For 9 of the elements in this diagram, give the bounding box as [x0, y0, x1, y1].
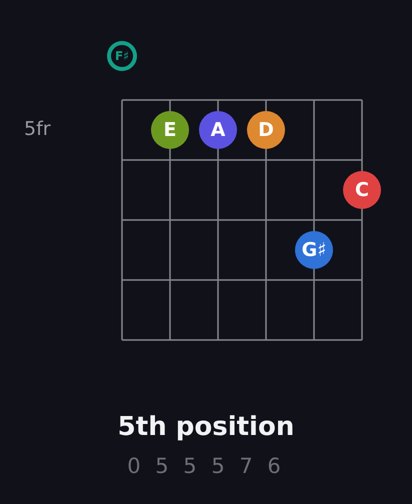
- open-string-ring: F♯: [107, 41, 137, 71]
- fret-label: 5fr: [24, 118, 51, 140]
- chart-title: 5th position: [116, 412, 296, 442]
- fret-numbers: 0 5 5 5 7 6: [126, 454, 286, 478]
- note-dot: D: [247, 111, 285, 149]
- note-dot: G♯: [295, 231, 333, 269]
- note-dot: A: [199, 111, 237, 149]
- note-dot: E: [151, 111, 189, 149]
- note-dot: C: [343, 171, 381, 209]
